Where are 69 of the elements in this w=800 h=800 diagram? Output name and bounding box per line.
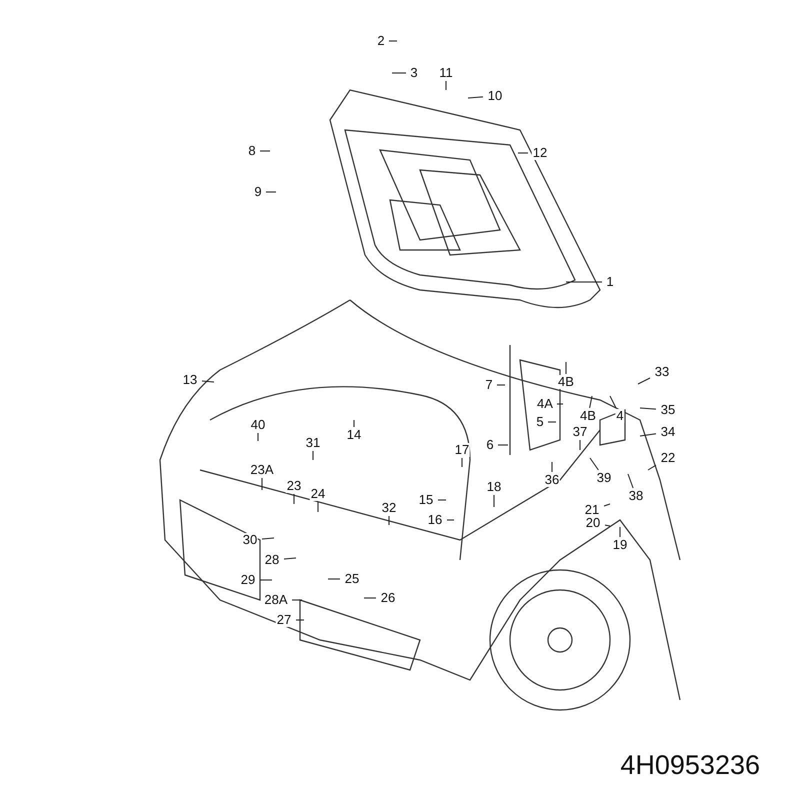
callout-number: 2: [376, 34, 386, 48]
callout-number: 24: [310, 487, 326, 501]
leader-line: [392, 72, 406, 74]
callout-number: 26: [380, 591, 396, 605]
callout-number: 40: [250, 418, 266, 432]
callout-number: 30: [242, 533, 258, 547]
callout-number: 13: [182, 373, 198, 387]
callout-number: 5: [535, 415, 545, 429]
callout-number: 33: [654, 365, 670, 379]
callout-number: 39: [596, 471, 612, 485]
leader-line: [648, 464, 656, 470]
callout-number: 25: [344, 572, 360, 586]
callout-number: 4: [615, 409, 625, 423]
callout-number: 17: [454, 443, 470, 457]
leader-line: [610, 396, 616, 408]
callout-number: 7: [484, 378, 494, 392]
leader-line: [468, 96, 484, 98]
callout-number: 27: [276, 613, 292, 627]
callout-number: 4A: [536, 397, 554, 411]
leader-line: [640, 433, 656, 436]
leader-line: [590, 458, 599, 470]
callout-number: 29: [240, 573, 256, 587]
leader-line: [260, 150, 270, 152]
callout-number: 8: [247, 144, 257, 158]
callout-number: 11: [438, 66, 454, 80]
callout-number: 9: [253, 185, 263, 199]
leader-line: [640, 408, 656, 410]
callout-number: 19: [612, 538, 628, 552]
callout-number: 18: [486, 480, 502, 494]
leader-line: [638, 378, 650, 384]
callout-number: 10: [486, 89, 504, 103]
leader-line: [202, 380, 214, 382]
callout-number: 6: [485, 438, 495, 452]
leader-line: [262, 538, 274, 540]
leader-line: [328, 578, 340, 580]
callout-number: 37: [572, 425, 588, 439]
callout-number: 15: [418, 493, 434, 507]
callout-number: 36: [544, 473, 560, 487]
callout-number: 21: [584, 503, 600, 517]
leader-line: [388, 40, 398, 42]
callout-number: 22: [660, 451, 676, 465]
leader-line: [604, 504, 610, 506]
callout-number: 28: [264, 553, 280, 567]
callout-number: 4B: [579, 409, 597, 423]
callout-number: 23: [286, 479, 302, 493]
callout-number: 16: [426, 513, 444, 527]
callout-number: 38: [628, 489, 644, 503]
callout-number: 34: [660, 425, 676, 439]
callout-number: 4B: [557, 375, 575, 389]
part-number: 4H0953236: [620, 750, 760, 781]
leader-line: [496, 384, 506, 386]
leader-line: [589, 396, 592, 408]
leader-line: [518, 152, 528, 154]
callout-number: 28A: [263, 593, 289, 607]
callout-number: 14: [346, 428, 362, 442]
leader-line: [498, 444, 508, 446]
leader-line: [604, 524, 610, 526]
leader-line: [628, 474, 634, 488]
callout-number: 23A: [249, 463, 275, 477]
callout-number: 20: [584, 516, 602, 530]
callout-number: 1: [605, 275, 615, 289]
leader-line: [388, 516, 390, 526]
leader-line: [284, 558, 296, 560]
callout-number: 32: [380, 501, 398, 515]
callout-number: 12: [532, 146, 548, 160]
callout-number: 31: [304, 436, 322, 450]
callout-number: 35: [660, 403, 676, 417]
leader-line: [312, 450, 314, 460]
callout-number: 3: [409, 66, 419, 80]
